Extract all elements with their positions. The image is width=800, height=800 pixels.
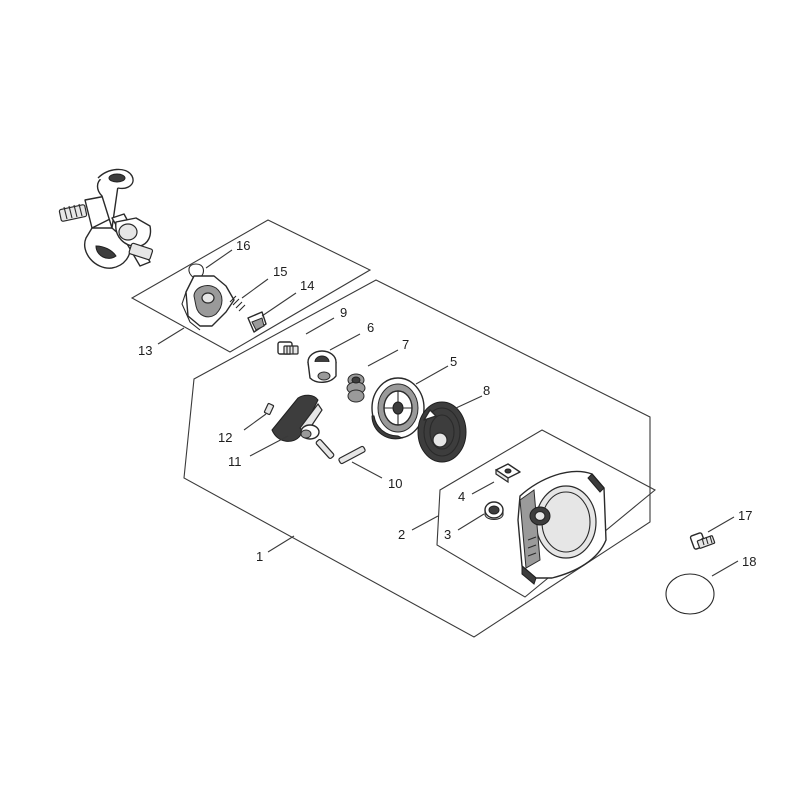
part-14-pawl xyxy=(247,311,267,333)
callout-2: 2 xyxy=(398,527,405,542)
callout-8: 8 xyxy=(483,383,490,398)
callout-3: 3 xyxy=(444,527,451,542)
part-18-gasket xyxy=(665,573,715,615)
callout-13: 13 xyxy=(138,343,152,358)
part-3-bushing xyxy=(484,501,504,521)
part-15-spring xyxy=(229,295,246,312)
callout-14: 14 xyxy=(300,278,314,293)
frame-group-1 xyxy=(183,279,651,638)
frame-group-2 xyxy=(436,429,656,598)
part-12-key xyxy=(263,402,275,416)
part-5-reel xyxy=(371,377,425,440)
callout-7: 7 xyxy=(402,337,409,352)
part-8-spiral-spring xyxy=(417,401,467,463)
part-13-plate xyxy=(181,275,235,331)
part-2-starter-housing xyxy=(517,470,607,585)
part-17-bolt xyxy=(689,532,716,550)
callout-4: 4 xyxy=(458,489,465,504)
crankshaft xyxy=(58,168,154,269)
part-11-handle xyxy=(271,394,323,442)
callout-15: 15 xyxy=(273,264,287,279)
part-16-snap-ring xyxy=(188,263,205,279)
part-4-nut xyxy=(495,463,521,484)
callout-11: 11 xyxy=(228,454,242,469)
part-9-bolt xyxy=(277,341,299,355)
callout-18: 18 xyxy=(742,554,756,569)
callout-6: 6 xyxy=(367,320,374,335)
callout-12: 12 xyxy=(218,430,232,445)
frame-group-13 xyxy=(130,219,372,353)
callout-16: 16 xyxy=(236,238,250,253)
callout-1: 1 xyxy=(256,549,263,564)
callout-5: 5 xyxy=(450,354,457,369)
callout-10: 10 xyxy=(388,476,402,491)
callout-17: 17 xyxy=(738,508,752,523)
leader-lines xyxy=(157,249,739,577)
callout-9: 9 xyxy=(340,305,347,320)
callout-numbers: 16 15 14 9 6 7 5 8 12 11 10 13 4 3 2 1 1… xyxy=(138,238,756,569)
part-10-pins xyxy=(315,439,366,465)
part-6-collar xyxy=(307,350,337,383)
part-7-spring xyxy=(346,373,366,403)
